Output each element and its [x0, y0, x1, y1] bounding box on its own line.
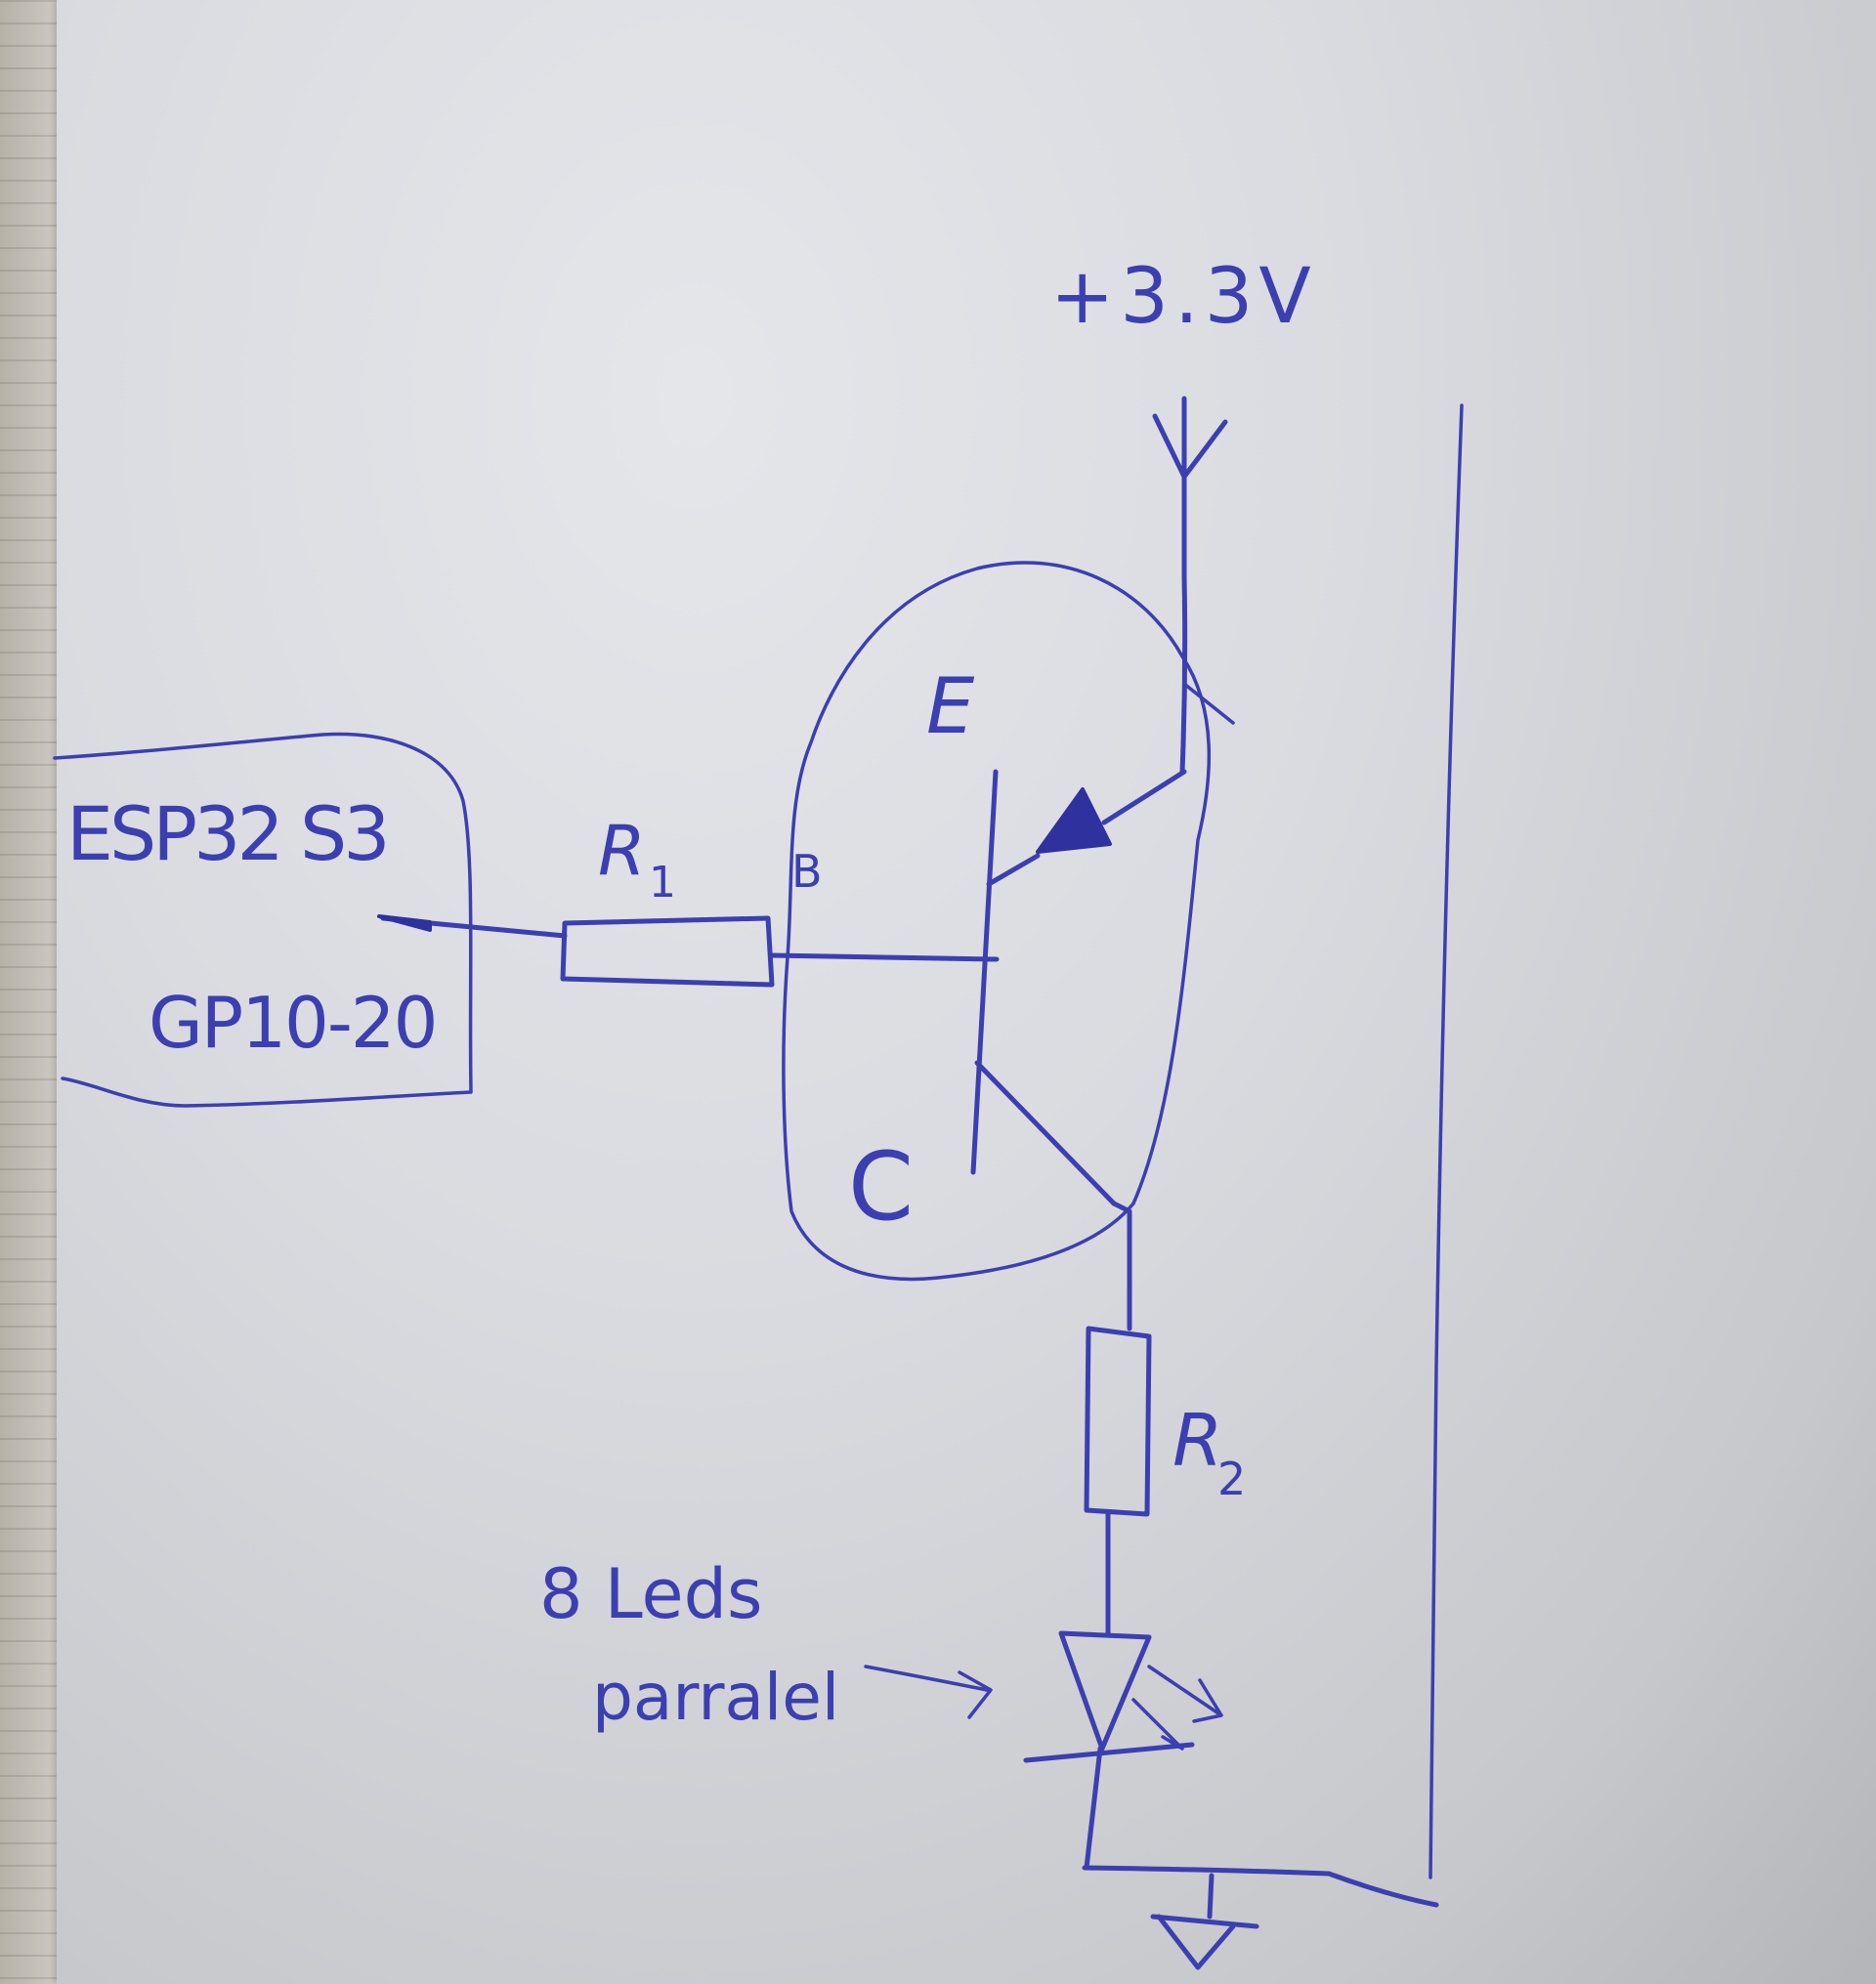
- r2-label: R: [1172, 1399, 1222, 1483]
- transistor-envelope: [782, 561, 1212, 1282]
- r2-subscript: 2: [1217, 1453, 1246, 1505]
- led-icon: [1023, 1630, 1223, 1763]
- supply-voltage-label: +3.3V: [1050, 253, 1317, 341]
- emitter-label: E: [926, 663, 975, 751]
- base-label: B: [791, 845, 823, 898]
- ground-bus-wire: [1082, 1865, 1439, 1908]
- mcu-name-label: ESP32 S3: [66, 790, 387, 877]
- led-to-ground-wire: [1084, 1746, 1103, 1871]
- resistor-r1-icon: [560, 915, 775, 988]
- resistor-r2-icon: [1084, 1326, 1152, 1517]
- mcu-block-outline: [53, 732, 473, 1108]
- base-wire: [769, 952, 1000, 962]
- emitter-lead: [986, 853, 1041, 887]
- note-arrow-icon: [864, 1665, 993, 1719]
- collector-label: C: [848, 1132, 914, 1242]
- mcu-pin-label: GP10-20: [149, 982, 436, 1064]
- supply-wire: [1179, 573, 1188, 775]
- led-parallel-note: parralel: [592, 1660, 839, 1735]
- r1-label: R: [598, 811, 646, 891]
- r1-subscript: 1: [649, 858, 676, 908]
- emitter-arrow-icon: [1036, 787, 1112, 854]
- table-surface: [0, 0, 61, 1984]
- collector-lead: [974, 1060, 1117, 1206]
- gpio-pin-stub: [377, 914, 432, 932]
- ground-icon: [1150, 1873, 1259, 1970]
- return-rail-wire: [1428, 403, 1464, 1879]
- envelope-tick: [1182, 682, 1235, 725]
- paper-sheet: [57, 0, 1876, 1984]
- emitter-lead-upper: [1101, 769, 1187, 825]
- led-count-note: 8 Leds: [539, 1554, 763, 1634]
- collector-wire: [1111, 1201, 1132, 1331]
- transistor-base-bar: [970, 769, 999, 1175]
- supply-arrow-icon: [1152, 396, 1228, 579]
